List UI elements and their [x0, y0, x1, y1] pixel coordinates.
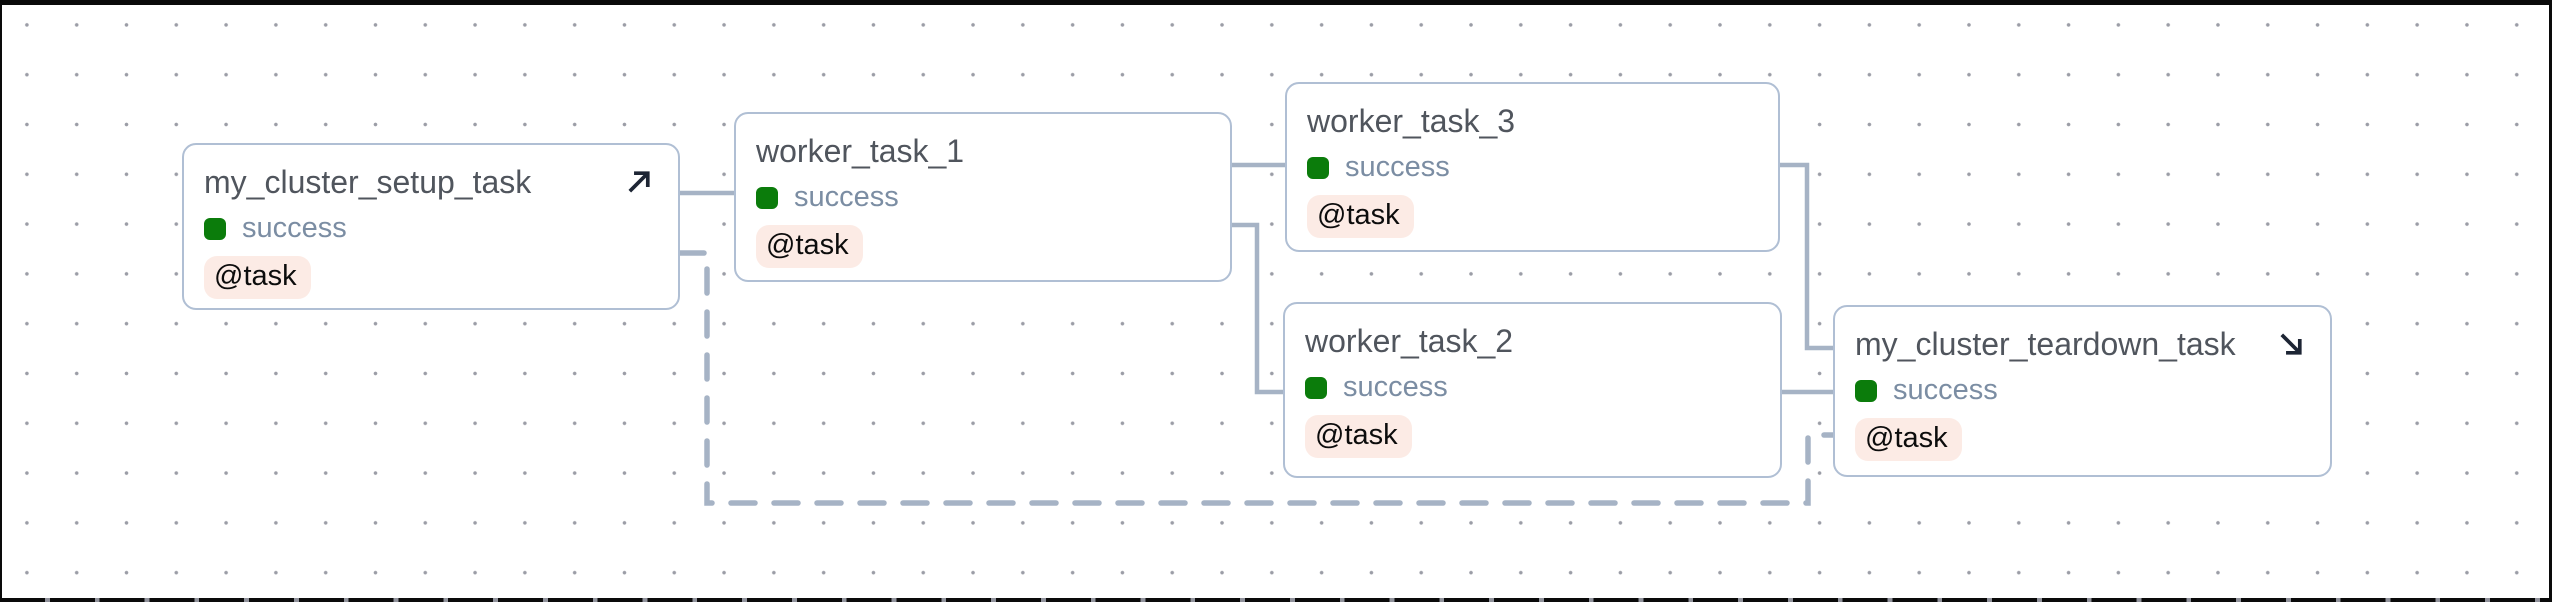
edge-worker_task_3-to-my_cluster_teardown_task — [1780, 162, 1833, 351]
task-node-my_cluster_teardown_task[interactable]: my_cluster_teardown_task success @task — [1833, 305, 2332, 477]
window-border-top — [0, 0, 2552, 5]
task-decorator-badge: @task — [756, 225, 863, 268]
status-color-square — [1307, 156, 1329, 179]
status-color-square — [1855, 379, 1877, 402]
task-decorator-badge: @task — [1307, 195, 1414, 238]
task-title: worker_task_3 — [1307, 103, 1516, 139]
status-color-square — [204, 217, 226, 240]
task-node-worker_task_2[interactable]: worker_task_2 success @task — [1283, 302, 1782, 478]
edge-worker_task_1-to-worker_task_2 — [1232, 222, 1283, 395]
task-title: worker_task_2 — [1305, 323, 1514, 359]
task-title: worker_task_1 — [756, 133, 965, 169]
task-decorator-badge: @task — [1305, 415, 1412, 458]
window-border-right — [2549, 0, 2552, 602]
window-border-left — [0, 0, 2, 602]
task-title: my_cluster_setup_task — [204, 164, 532, 200]
edge-my_cluster_setup_task-to-my_cluster_teardown_task — [677, 250, 1836, 506]
task-title: my_cluster_teardown_task — [1855, 326, 2236, 362]
task-status: success — [1305, 373, 1760, 402]
arrow-down-right-icon — [2274, 327, 2308, 361]
task-node-worker_task_3[interactable]: worker_task_3 success @task — [1285, 82, 1780, 252]
status-color-square — [1305, 376, 1327, 399]
arrow-up-right-icon — [622, 165, 656, 199]
task-decorator-badge: @task — [1855, 418, 1962, 461]
task-status: success — [1307, 153, 1758, 182]
window-border-bottom — [0, 598, 2552, 602]
task-status: success — [756, 183, 1210, 212]
task-status: success — [1855, 376, 2310, 405]
task-status: success — [204, 214, 658, 243]
task-node-my_cluster_setup_task[interactable]: my_cluster_setup_task success @task — [182, 143, 680, 310]
task-node-worker_task_1[interactable]: worker_task_1 success @task — [734, 112, 1232, 282]
status-color-square — [756, 186, 778, 209]
task-decorator-badge: @task — [204, 256, 311, 299]
